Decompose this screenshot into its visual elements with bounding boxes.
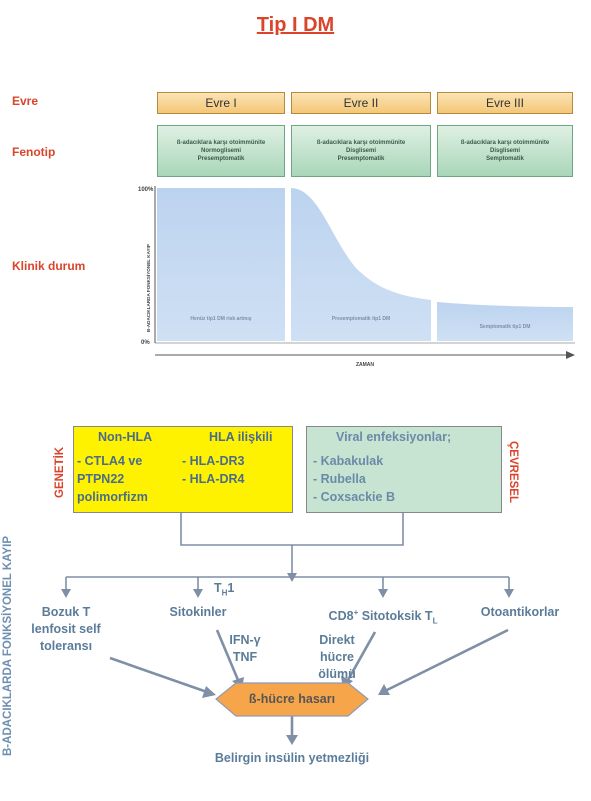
region-label-2: Presemptomatik tip1 DM (332, 316, 390, 322)
impaired-tolerance-label: Bozuk T lenfosit self toleransı (26, 604, 106, 655)
arrow-line-tolerance (109, 656, 208, 694)
row-label-fenotip: Fenotip (12, 145, 56, 159)
phenotype-box-2: ß-adacıklara karşı otoimmünite Disglisem… (291, 125, 431, 177)
phenotype-3-line-1: ß-adacıklara karşı otoimmünite (460, 140, 550, 146)
region-label-3: Semptomatik tip1 DM (480, 324, 531, 330)
arrowhead-left (61, 589, 71, 598)
center-arrowhead (287, 573, 297, 582)
viral-item: - Rubella (313, 472, 366, 486)
phenotype-3-line-2: Disglisemi (489, 148, 520, 154)
phenotype-box-1: ß-adacıklara karşı otoimmünite Normoglis… (157, 125, 285, 177)
stage-box-3: Evre III (437, 92, 573, 114)
cell-death-line: hücre ölümü (318, 650, 356, 681)
join-connector (180, 513, 404, 546)
non-hla-header: Non-HLA (98, 430, 153, 444)
autoantibodies-label: Otoantikorlar (480, 605, 560, 619)
environmental-factors-box (306, 426, 502, 513)
viral-item: - Coxsackie B (313, 490, 395, 504)
y-tick-bottom: 0% (141, 340, 150, 346)
ifn-line: IFN-γ (229, 633, 261, 647)
viral-infections-header: Viral enfeksiyonlar; (336, 430, 452, 444)
row-label-klinik: Klinik durum (12, 259, 86, 273)
phenotype-2-line-2: Disglisemi (345, 148, 376, 154)
cd8-sup: + (353, 608, 359, 617)
non-hla-item: - CTLA4 ve (77, 454, 143, 468)
phenotype-2-line-3: Presemptomatik (337, 156, 385, 162)
cd8-mid: Sitotoksik T (358, 609, 433, 624)
arrowhead-cd8 (378, 589, 388, 598)
y-axis-label: B-ADACIKLARDA FONKSİYONEL KAYIP (145, 244, 151, 332)
hla-list: - HLA-DR3 - HLA-DR4 (182, 452, 245, 488)
arrowhead-autoantibodies-damage (378, 684, 390, 695)
beta-cell-loss-chart: 100% 0% B-ADACIKLARDA FONKSİYONEL KAYIP … (138, 186, 575, 368)
viral-item: - Kabakulak (313, 454, 384, 468)
y-tick-top: 100% (138, 187, 154, 193)
tnf-line: TNF (232, 650, 258, 664)
beta-cell-damage-label: ß-hücre hasarı (248, 692, 336, 706)
arrowhead-autoantibodies (504, 589, 514, 598)
insulin-deficiency-label: Belirgin insülin yetmezliği (214, 751, 370, 765)
tolerance-line: Bozuk T (41, 605, 91, 619)
hla-header: HLA ilişkili (209, 430, 273, 444)
environmental-side-label: ÇEVRESEL (507, 441, 519, 503)
hla-item: - HLA-DR3 (182, 454, 245, 468)
th1-suffix: 1 (227, 581, 235, 595)
hla-item: - HLA-DR4 (182, 472, 245, 486)
phenotype-box-3: ß-adacıklara karşı otoimmünite Disglisem… (437, 125, 573, 177)
phenotype-1-line-1: ß-adacıklara karşı otoimmünite (176, 140, 266, 146)
chart-area-stage-3 (437, 302, 573, 341)
region-label-1: Henüz tip1 DM risk artmış (190, 316, 251, 322)
chart-area-stage-1 (157, 188, 285, 341)
ifn-tnf-label: IFN-γ TNF (224, 632, 266, 666)
beta-cell-damage-shape (215, 682, 369, 717)
time-axis-arrowhead (566, 351, 575, 359)
arrowhead-outcome (286, 735, 298, 745)
phenotype-1-line-3: Presemptomatik (197, 156, 245, 162)
non-hla-item: PTPN22 (77, 472, 125, 486)
row-label-evre: Evre (12, 94, 39, 108)
arrowhead-cytokines (193, 589, 203, 598)
cd8-cytotoxic-label: CD8+ Sitotoksik TL (316, 604, 450, 630)
tolerance-line: toleransı (39, 639, 93, 653)
phenotype-1-line-2: Normoglisemi (200, 148, 241, 154)
direct-cell-death-label: Direkt hücre ölümü (300, 632, 374, 683)
phenotype-3-line-3: Semptomatik (486, 156, 524, 162)
direct-line: Direkt (319, 633, 355, 647)
th1-main: T (214, 581, 222, 595)
arrow-line-autoantibodies (386, 628, 509, 692)
genetic-factors-box (73, 426, 293, 513)
th1-sub: H (221, 588, 228, 598)
stage-box-2: Evre II (291, 92, 431, 114)
non-hla-list: - CTLA4 ve PTPN22 polimorfizm (77, 452, 148, 506)
arrow-line-cytokines (215, 629, 240, 681)
viral-list: - Kabakulak - Rubella - Coxsackie B (313, 452, 395, 506)
arrow-line-cd8 (346, 631, 377, 681)
stage-box-1: Evre I (157, 92, 285, 114)
phenotype-2-line-1: ß-adacıklara karşı otoimmünite (316, 140, 406, 146)
cd8-pre: CD8 (328, 609, 354, 624)
page-title: Tip I DM (256, 14, 335, 36)
tolerance-line: lenfosit self (31, 622, 101, 636)
cd8-sub: L (432, 616, 438, 626)
x-axis-label: ZAMAN (356, 362, 374, 368)
non-hla-item: polimorfizm (77, 490, 148, 504)
cytokines-label: Sitokinler (169, 605, 227, 619)
th1-label: TH1 (214, 580, 234, 602)
chart-area-stage-2 (291, 188, 431, 341)
arrowhead-tolerance (202, 686, 216, 698)
